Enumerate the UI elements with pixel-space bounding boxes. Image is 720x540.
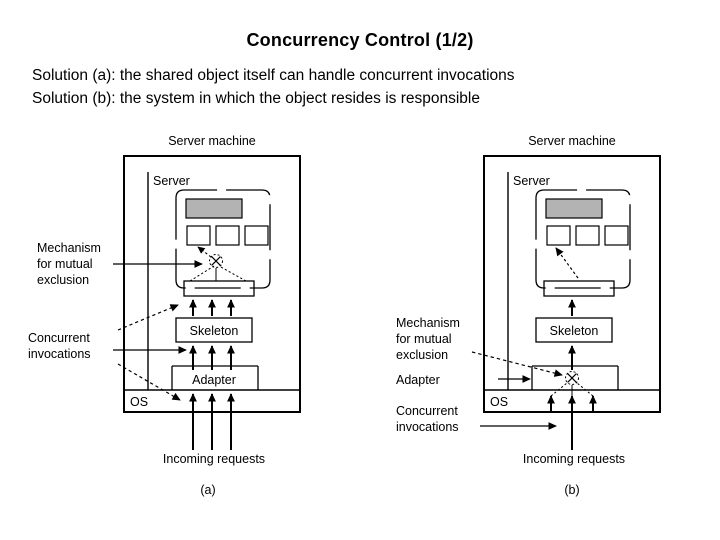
figure-b-caption: (b) (564, 483, 579, 497)
figure-b-adapter-label: Adapter (396, 373, 440, 387)
figure-a-lock-link-1 (189, 265, 215, 282)
figure-a-skeleton-label: Skeleton (190, 324, 239, 338)
svg-text:Concurrent: Concurrent (396, 404, 458, 418)
figure-a-caption: (a) (200, 483, 215, 497)
figure-a-skeleton-box (175, 317, 253, 343)
bullet-item-a: Solution (a): the shared object itself c… (32, 67, 515, 84)
figure-b-lock-link-3 (576, 382, 594, 397)
figure-b-annotation-concurrent-invocations: Concurrent invocations (396, 404, 557, 434)
figure-a-ci-leader-upper (117, 304, 179, 331)
figure-a-object-method-2 (215, 225, 240, 246)
svg-text:Mechanism: Mechanism (396, 316, 460, 330)
figure-b-dispatch-to-method-arrow (555, 247, 579, 279)
figure-b-shared-object (535, 189, 631, 289)
figure-a-object-state (185, 198, 243, 219)
figure-b-os-label: OS (490, 395, 508, 409)
figure-b-incoming-requests-label: Incoming requests (523, 452, 625, 466)
figure-a-adapter-label: Adapter (192, 373, 236, 387)
figure-b-machine-label: Server machine (528, 134, 616, 148)
figure-a-object-method-3 (244, 225, 269, 246)
figure-b-lock-icon (565, 371, 579, 385)
figure-a-shared-object (175, 189, 271, 289)
svg-text:Concurrent: Concurrent (28, 331, 90, 345)
bullet-item-b: Solution (b): the system in which the ob… (32, 90, 480, 107)
figure-a-lock-icon-stroke-2 (211, 256, 221, 266)
figure-b-lock-link-1 (550, 382, 568, 397)
figure-b-object-method-2 (575, 225, 600, 246)
figure-a-annotation-mutual-exclusion: Mechanism for mutual exclusion (37, 241, 203, 287)
figure-a-incoming-requests-label: Incoming requests (163, 452, 265, 466)
figure-a-annotation-concurrent-invocations: Concurrent invocations (28, 304, 187, 401)
figure-a-object-method-1 (186, 225, 211, 246)
figure-a: Server machine OS Server (28, 134, 301, 497)
figure-a-machine-label: Server machine (168, 134, 256, 148)
figure-b-skeleton-box (535, 317, 613, 343)
figure-b-lock-icon-stroke-2 (567, 373, 577, 383)
figure-b-thread-arrows-lower (547, 395, 597, 450)
svg-text:invocations: invocations (396, 420, 459, 434)
figure-a-thread-arrows-upper (189, 299, 235, 316)
figure-b-server-label: Server (513, 174, 550, 188)
figure-a-lock-to-method-arrow (197, 246, 212, 258)
figure-b-annotation-mutual-exclusion: Mechanism for mutual exclusion (396, 316, 563, 377)
figure-b-server-machine-box (483, 155, 661, 413)
figure-a-ci-leader-lower (117, 363, 181, 401)
figure-a-thread-arrows-lower (189, 393, 235, 450)
svg-text:invocations: invocations (28, 347, 91, 361)
figure-b-object-method-3 (604, 225, 629, 246)
figure-a-dispatch-bar (183, 280, 255, 297)
figure-b-object-state (545, 198, 603, 219)
svg-text:for mutual: for mutual (37, 257, 93, 271)
figure-b-annotation-mutual-exclusion-leader (471, 351, 563, 377)
svg-text:for mutual: for mutual (396, 332, 452, 346)
figure-b-object-method-1 (546, 225, 571, 246)
figure-a-os-label: OS (130, 395, 148, 409)
figure-a-server-label: Server (153, 174, 190, 188)
figure-b: Server machine OS Server Skeleton (396, 134, 661, 497)
figure-b-dispatch-bar (543, 280, 615, 297)
svg-text:Mechanism: Mechanism (37, 241, 101, 255)
svg-text:exclusion: exclusion (37, 273, 89, 287)
figure-a-lock-icon (209, 254, 223, 268)
figure-a-lock-link-3 (218, 265, 247, 282)
svg-text:exclusion: exclusion (396, 348, 448, 362)
page-title: Concurrency Control (1/2) (246, 30, 474, 50)
bullet-list: Solution (a): the shared object itself c… (32, 64, 692, 110)
figure-b-skeleton-label: Skeleton (550, 324, 599, 338)
